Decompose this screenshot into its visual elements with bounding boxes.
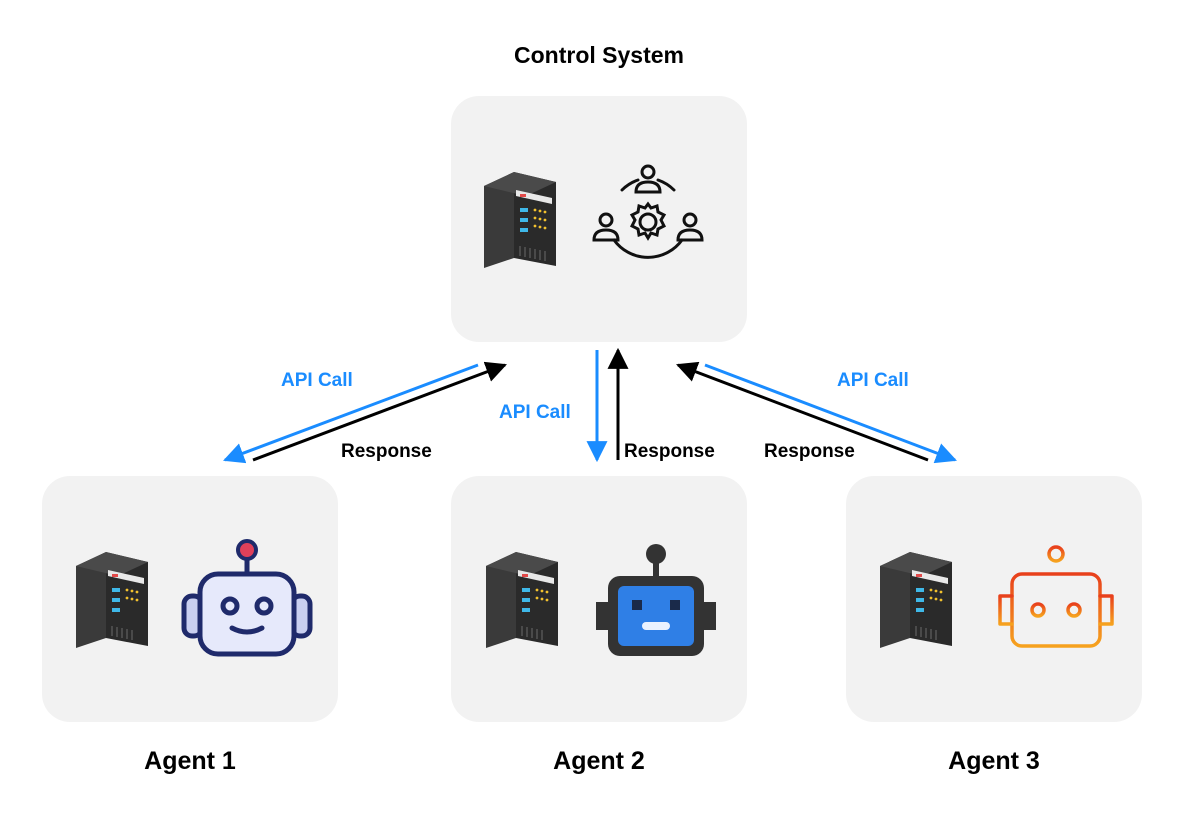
server-icon (484, 172, 556, 268)
response-label-3: Response (764, 441, 855, 462)
team-gear-icon (592, 164, 704, 259)
robot-icon (998, 545, 1114, 648)
response-label-1: Response (341, 441, 432, 462)
robot-icon (181, 539, 313, 657)
server-icon (880, 552, 952, 648)
agent-3-title: Agent 3 (948, 747, 1040, 775)
control-system-title: Control System (514, 42, 684, 68)
server-icon (486, 552, 558, 648)
robot-icon (596, 544, 716, 656)
server-icon (76, 552, 148, 648)
api-call-arrow-1 (223, 363, 479, 464)
agent-2-title: Agent 2 (553, 747, 645, 775)
response-arrow-1 (252, 361, 507, 462)
api-call-arrow-3 (704, 363, 957, 464)
api-call-label-2: API Call (499, 402, 571, 423)
api-call-label-3: API Call (837, 370, 909, 391)
api-call-label-1: API Call (281, 370, 353, 391)
response-arrow-3 (676, 361, 929, 462)
agent-1-title: Agent 1 (144, 747, 236, 775)
response-label-2: Response (624, 441, 715, 462)
